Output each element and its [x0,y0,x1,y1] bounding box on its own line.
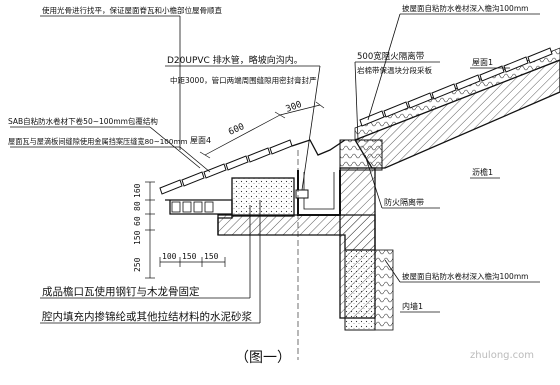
inner-wall-finish [374,249,394,331]
flashing [291,139,346,156]
eave-dentils [171,201,214,213]
right-bottom-note: 披屋面自粘防水卷材深入檐沟100mm [402,271,528,281]
top-note: 使用光骨进行找平，保证屋面脊瓦和小檐部位屋骨顺直 [42,5,222,15]
eave-profile [165,199,233,235]
dim-300: 300 [285,100,304,115]
leader-lines [10,13,540,324]
watermark: zhulong.com [470,350,534,361]
roof4-label: 屋面4 [190,136,211,145]
sab-note: SAB自粘防水卷材下卷50~100mm包覆结构 [8,116,158,126]
firebreak-label: 防火隔离带 [384,197,424,207]
bottom-note-2: 腔内填充内掺锦纶或其他拉结材料的水泥砂浆 [42,310,252,323]
dim-150: 150 [133,230,142,245]
dim-600: 600 [227,122,246,138]
firebreak-note-2: 岩棉带保温块分段采板 [357,65,432,75]
right-top-note: 披屋面自粘防水卷材深入檐沟100mm [402,3,528,13]
pipe-note-2: 中距3000，管口两端周围缝隙用密封膏封严 [170,75,317,85]
tile-note: 屋面瓦与屋滴板间缝隙使用金属挡案压缝宽80~100mm [8,137,187,146]
concrete-beam [217,214,376,251]
dimension-lines [145,101,325,279]
dim-80: 80 [133,201,142,211]
eave-tiles [159,139,293,195]
eave-mortar-block [231,177,295,217]
gutter-label: 沥檐1 [472,167,493,177]
firebreak-block [339,139,383,171]
firebreak-note: 500宽阻火隔离带 [357,51,425,62]
figure-caption: （图一） [235,350,291,366]
dim-160: 160 [133,183,142,198]
inner-wall [344,249,376,331]
dim-250: 250 [133,257,142,272]
dim-60: 60 [133,216,142,226]
pipe-note: D20UPVC 排水管，略坡向沟内。 [167,54,303,66]
bottom-note-1: 成品檐口瓦使用钢钉与木龙骨固定 [42,285,200,298]
wall1-label: 内墙1 [402,301,423,311]
dim-100: 100 [162,252,177,261]
dim-150-b: 150 [182,252,197,261]
dim-150-c: 150 [204,252,219,261]
roof1-label: 屋面1 [472,58,493,67]
